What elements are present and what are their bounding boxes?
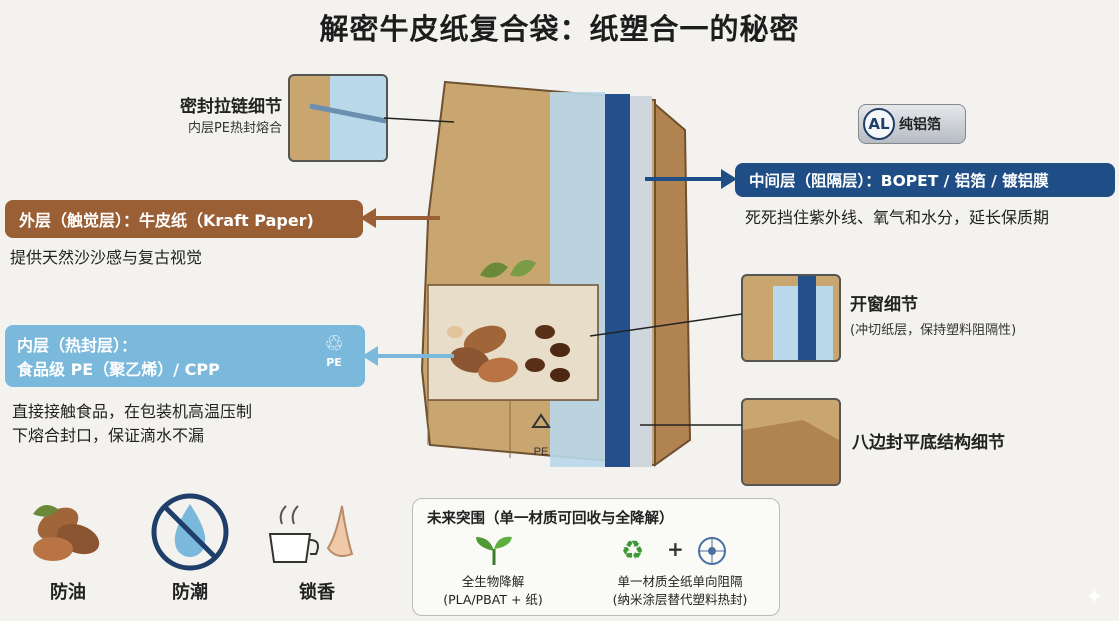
zipper-sub: 内层PE热封熔合	[187, 121, 282, 136]
inner-banner-line2: 食品级 PE（聚乙烯）/ CPP	[17, 360, 220, 379]
window-label: 开窗细节 (冲切纸层，保持塑料阻隔性)	[850, 290, 1016, 338]
zipper-detail-icon	[309, 76, 386, 160]
feature-label-aroma: 锁香	[299, 582, 335, 603]
middle-layer-desc: 死死挡住紫外线、氧气和水分，延长保质期	[745, 208, 1050, 227]
inner-desc-line2: 下熔合封口，保证滴水不漏	[12, 426, 205, 445]
zipper-leader-line	[384, 117, 454, 123]
window-detail-icon	[773, 276, 833, 360]
future-item1: 全生物降解 (PLA/PBAT + 纸)	[413, 573, 573, 609]
window-leader-line	[590, 313, 742, 337]
zipper-label: 密封拉链细节 内层PE热封熔合	[142, 92, 282, 136]
feature-label-oilproof: 防油	[50, 582, 86, 603]
window-thumbnail	[741, 274, 841, 362]
inner-banner-line1: 内层（热封层）：	[17, 336, 138, 355]
zipper-title: 密封拉链细节	[180, 97, 282, 117]
bottom-leader-line	[640, 424, 742, 426]
outer-arrow-icon	[360, 208, 440, 228]
inner-recycle-icon: ♲ PE	[314, 334, 354, 370]
feature-oilproof: 防油	[18, 494, 118, 604]
inner-recycle-label: PE	[326, 356, 342, 369]
feature-aroma: 锁香	[262, 494, 372, 604]
al-icon: AL	[863, 108, 895, 140]
coffee-nose-icon	[268, 505, 354, 563]
zipper-thumbnail	[288, 74, 388, 162]
recycle-icon: ♻	[621, 536, 645, 566]
feature-label-moistureproof: 防潮	[172, 582, 208, 603]
outer-layer-desc: 提供天然沙沙感与复古视觉	[10, 248, 203, 267]
feature-moistureproof: 防潮	[140, 490, 240, 604]
bottom-thumbnail	[741, 398, 841, 486]
al-badge-text: 纯铝箔	[899, 117, 941, 133]
window-title: 开窗细节	[850, 295, 918, 315]
bottom-detail-title: 八边封平底结构细节	[852, 433, 1005, 453]
page-title: 解密牛皮纸复合袋：纸塑合一的秘密	[319, 12, 800, 46]
inner-desc-line1: 直接接触食品，在包装机高温压制	[12, 402, 253, 421]
inner-arrow-icon	[362, 346, 454, 366]
bag-recycle-icon	[531, 413, 551, 428]
future-item2: 单一材质全纸单向阻隔 (纳米涂层替代塑料热封)	[585, 573, 775, 609]
nuts-icon	[33, 505, 100, 561]
future-item2-line1: 单一材质全纸单向阻隔	[617, 574, 743, 589]
plant-leaf-icon	[473, 535, 515, 567]
inner-layer-desc: 直接接触食品，在包装机高温压制 下熔合封口，保证滴水不漏	[12, 400, 252, 448]
middle-arrow-icon	[645, 169, 737, 189]
inner-layer-banner: 内层（热封层）： 食品级 PE（聚乙烯）/ CPP	[5, 325, 365, 387]
future-item1-line2: (PLA/PBAT + 纸)	[443, 592, 543, 607]
future-item2-line2: (纳米涂层替代塑料热封)	[612, 592, 748, 607]
future-box: 未来突围（单一材质可回收与全降解） 全生物降解 (PLA/PBAT + 纸) ♻…	[412, 498, 780, 616]
sparkle-icon: ✦	[1085, 585, 1104, 610]
future-item1-line1: 全生物降解	[461, 574, 525, 589]
flat-bottom-icon	[743, 420, 839, 484]
aluminum-foil-badge: AL 纯铝箔	[858, 104, 966, 144]
plus-sign: +	[667, 537, 684, 561]
nano-network-icon	[695, 535, 729, 571]
future-title: 未来突围（单一材质可回收与全降解）	[427, 511, 674, 527]
no-water-icon	[151, 493, 229, 571]
middle-layer-banner: 中间层（阻隔层）：BOPET / 铝箔 / 镀铝膜	[735, 163, 1115, 197]
window-sub: (冲切纸层，保持塑料阻隔性)	[850, 323, 1017, 338]
bag-recycle-label: PE	[534, 446, 549, 458]
outer-layer-banner: 外层（触觉层）：牛皮纸（Kraft Paper)	[5, 200, 363, 238]
